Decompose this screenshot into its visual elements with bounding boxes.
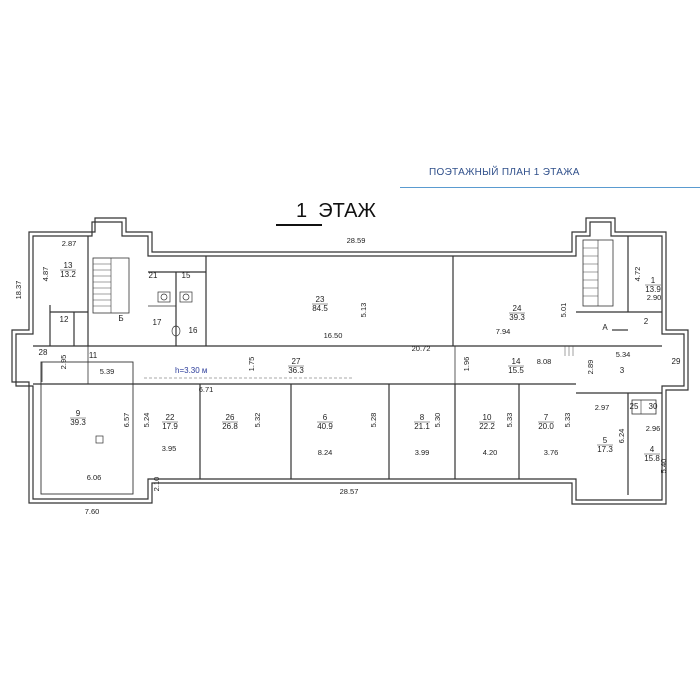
room-area-22: 17.9 (162, 422, 178, 431)
room-number-12: 12 (60, 315, 69, 324)
room-number-14: 14 (512, 357, 521, 366)
dimension-label: 5.30 (433, 413, 442, 428)
room-area-13: 13.2 (60, 270, 76, 279)
dimension-label: 7.60 (85, 507, 100, 516)
room-number-А: А (602, 323, 608, 332)
dimension-label: 6.24 (617, 429, 626, 444)
dimension-label: 28.57 (340, 487, 359, 496)
room-number-11: 11 (89, 351, 98, 360)
plan-title: ПОЭТАЖНЫЙ ПЛАН 1 ЭТАЖА (429, 167, 580, 178)
dimension-label: 1.75 (247, 357, 256, 372)
room-number-6: 6 (323, 413, 328, 422)
dimension-label: 6.06 (87, 473, 102, 482)
dimension-label: 5.34 (616, 350, 631, 359)
room-number-10: 10 (483, 413, 492, 422)
floor-heading-underline (276, 224, 322, 226)
dimension-label: 2.10 (152, 477, 161, 492)
room-number-29: 29 (672, 357, 681, 366)
dimension-label: 5.39 (100, 367, 115, 376)
dimension-label: 4.72 (633, 267, 642, 282)
room-number-30: 30 (649, 402, 658, 411)
dimension-label: 5.13 (359, 303, 368, 318)
room-number-24: 24 (513, 304, 522, 313)
dimension-label: 2.97 (595, 403, 610, 412)
dimension-label: 28.59 (347, 236, 366, 245)
dimension-label: 5.01 (559, 303, 568, 318)
room-number-4: 4 (650, 445, 655, 454)
room-area-10: 22.2 (479, 422, 495, 431)
room-area-14: 15.5 (508, 366, 524, 375)
room-number-27: 27 (292, 357, 301, 366)
room-number-3: 3 (620, 366, 625, 375)
dimension-label: 3.95 (162, 444, 177, 453)
room-number-7: 7 (544, 413, 549, 422)
room-area-24: 39.3 (509, 313, 525, 322)
room-area-8: 21.1 (414, 422, 430, 431)
room-number-5: 5 (603, 436, 608, 445)
dimension-label: 1.96 (462, 357, 471, 372)
room-area-4: 15.8 (644, 454, 660, 463)
room-area-23: 84.5 (312, 304, 328, 313)
dimension-label: 5.40 (659, 459, 668, 474)
room-area-7: 20.0 (538, 422, 554, 431)
dimension-label: 2.96 (646, 424, 661, 433)
dimension-label: 6.57 (122, 413, 131, 428)
dimension-label: 5.28 (369, 413, 378, 428)
dimension-label: 4.87 (41, 267, 50, 282)
dimension-label: 2.89 (586, 360, 595, 375)
floor-word: ЭТАЖ (318, 200, 376, 222)
room-number-2: 2 (644, 317, 649, 326)
dimension-label: 3.76 (544, 448, 559, 457)
room-number-1: 1 (651, 276, 656, 285)
dimension-label: 2.87 (62, 239, 77, 248)
dimension-label: 2.90 (647, 293, 662, 302)
dimension-label: 16.50 (324, 331, 343, 340)
dimension-label: 4.20 (483, 448, 498, 457)
dimension-label: 2.95 (59, 355, 68, 370)
room-number-13: 13 (64, 261, 73, 270)
room-number-16: 16 (189, 326, 198, 335)
dimension-label: 5.33 (505, 413, 514, 428)
dimension-label: 3.99 (415, 448, 430, 457)
room-area-26: 26.8 (222, 422, 238, 431)
dimension-label: 7.94 (496, 327, 511, 336)
dimension-label: 18.37 (14, 281, 23, 300)
room-number-17: 17 (153, 318, 162, 327)
room-number-28: 28 (39, 348, 48, 357)
dimension-labels: 28.59 18.37 2.87 4.87 5.13 16.50 20.72 5.01 7.94… (14, 236, 668, 516)
room-number-Б: Б (118, 314, 123, 323)
dimension-label: 5.24 (142, 413, 151, 428)
room-area-9: 39.3 (70, 418, 86, 427)
room-number-9: 9 (76, 409, 81, 418)
room-area-27: 36.3 (288, 366, 304, 375)
title-rule (400, 187, 700, 188)
room-area-6: 40.9 (317, 422, 333, 431)
walls (11, 217, 689, 505)
dimension-label: 20.72 (412, 344, 431, 353)
room-number-26: 26 (226, 413, 235, 422)
dimension-label: 8.24 (318, 448, 333, 457)
room-number-15: 15 (182, 271, 191, 280)
room-number-8: 8 (420, 413, 425, 422)
dimension-label: 5.32 (253, 413, 262, 428)
room-number-21: 21 (149, 271, 158, 280)
room-number-25: 25 (630, 402, 639, 411)
room-number-22: 22 (166, 413, 175, 422)
dimension-label: 5.33 (563, 413, 572, 428)
dimension-label: 8.08 (537, 357, 552, 366)
floor-number: 1 (296, 200, 308, 222)
room-area-1: 13.9 (645, 285, 661, 294)
floor-heading: 1 ЭТАЖ (296, 200, 376, 223)
stairs (93, 247, 598, 356)
fixtures (95, 291, 193, 444)
room-area-5: 17.3 (597, 445, 613, 454)
room-number-23: 23 (316, 295, 325, 304)
ceiling-height-label: h=3.30 м (175, 366, 207, 375)
dimension-label: 6.71 (199, 385, 214, 394)
